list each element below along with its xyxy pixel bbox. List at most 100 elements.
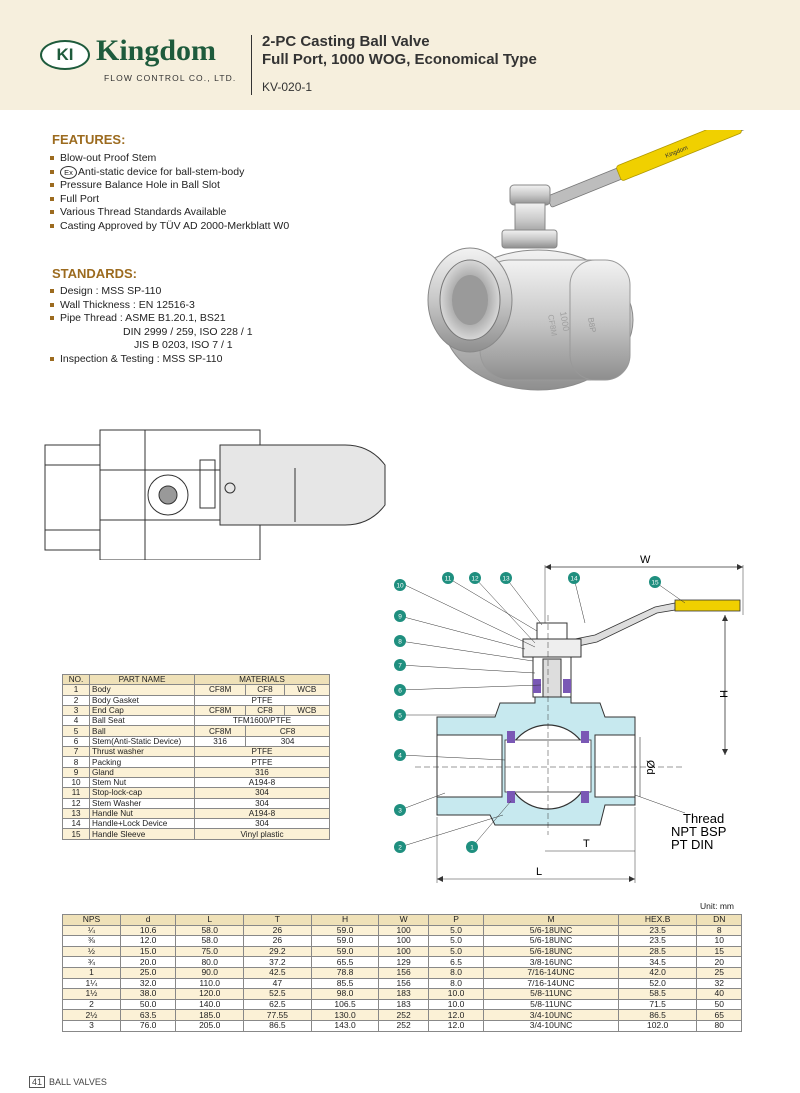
table-cell: 7/16-14UNC [483, 977, 619, 990]
table-cell: 25.0 [119, 966, 177, 979]
col-header: d [119, 914, 177, 926]
bullet-icon [50, 289, 54, 293]
section-name: BALL VALVES [49, 1077, 107, 1087]
table-cell: Packing [89, 756, 195, 768]
table-cell: 32 [696, 977, 742, 990]
table-cell: 7/16-14UNC [483, 966, 619, 979]
logo-mark: KI [40, 40, 90, 70]
table-cell: 8.0 [427, 977, 485, 990]
dim-l-label: L [536, 866, 542, 878]
table-cell: 110.0 [175, 977, 245, 990]
dim-w-label: W [640, 555, 651, 566]
product-subtitle: Full Port, 1000 WOG, Economical Type [262, 51, 537, 68]
table-cell: ¼ [62, 924, 121, 937]
col-header: T [243, 914, 312, 926]
table-cell: CF8 [245, 725, 330, 737]
callout-15: 15 [651, 580, 659, 587]
table-cell: 37.2 [243, 956, 312, 968]
dim-h-label: H [717, 690, 729, 698]
table-cell: 100 [378, 924, 429, 937]
table-cell: 25 [696, 966, 742, 979]
table-cell: 9 [62, 766, 90, 778]
table-cell: 12.0 [427, 1009, 485, 1021]
table-cell: 58.0 [175, 935, 245, 947]
table-cell: 120.0 [175, 988, 245, 1000]
table-cell: 100 [378, 935, 429, 947]
table-cell: 106.5 [310, 998, 380, 1011]
table-cell: 78.8 [310, 966, 380, 979]
table-cell: 10.0 [427, 998, 485, 1011]
table-cell: 52.0 [617, 977, 698, 990]
table-cell: 38.0 [119, 988, 177, 1000]
table-cell: CF8 [245, 704, 285, 717]
table-cell: 8 [696, 924, 742, 937]
table-cell: Handle Nut [89, 807, 195, 820]
table-cell: CF8M [193, 704, 247, 717]
table-cell: End Cap [89, 704, 195, 717]
callout-12: 12 [471, 576, 479, 583]
table-cell: 34.5 [617, 956, 698, 968]
table-cell: 42.0 [617, 966, 698, 979]
table-cell: CF8 [245, 684, 285, 696]
table-cell: 12.0 [427, 1019, 485, 1032]
list-item: Inspection & Testing : MSS SP-110 [50, 353, 253, 367]
list-item: Casting Approved by TÜV AD 2000-Merkblat… [50, 220, 289, 234]
table-cell: 15.0 [119, 945, 177, 958]
table-cell: 140.0 [175, 998, 245, 1011]
table-cell: ¾ [62, 956, 121, 968]
table-cell: 12.0 [119, 935, 177, 947]
col-header: MATERIALS [194, 673, 330, 686]
table-cell: 59.0 [310, 945, 380, 958]
table-cell: 130.0 [310, 1009, 380, 1021]
table-cell: Ball [89, 725, 195, 737]
table-cell: 85.5 [310, 977, 380, 990]
table-cell: 4 [62, 715, 90, 727]
table-cell: 58.0 [175, 924, 245, 937]
model-number: KV-020-1 [262, 80, 313, 94]
bullet-icon [50, 316, 54, 320]
table-cell: 3/4-10UNC [483, 1009, 619, 1021]
table-cell: 14 [62, 818, 90, 830]
table-cell: 32.0 [119, 977, 177, 990]
bullet-icon [50, 196, 54, 201]
table-cell: 3/8-16UNC [483, 956, 619, 968]
table-cell: 20 [696, 956, 742, 968]
table-cell: 42.5 [243, 966, 312, 979]
table-cell: PTFE [194, 756, 330, 768]
table-cell: 183 [378, 998, 429, 1011]
table-cell: 77.55 [243, 1009, 312, 1021]
table-cell: 3 [62, 704, 90, 717]
table-cell: 40 [696, 988, 742, 1000]
col-header: PART NAME [89, 673, 195, 686]
table-cell: A194-8 [194, 776, 330, 789]
table-cell: 143.0 [310, 1019, 380, 1032]
table-cell: 8 [62, 756, 90, 768]
table-cell: 76.0 [119, 1019, 177, 1032]
table-cell: 1½ [62, 988, 121, 1000]
body-mark-3: CF8M [546, 314, 559, 337]
col-header: DN [696, 914, 742, 926]
table-cell: 20.0 [119, 956, 177, 968]
table-cell: 5.0 [427, 924, 485, 937]
valve-photo: Kingdom B8P 1000 CF8M [427, 130, 746, 391]
table-cell: ⅜ [62, 935, 121, 947]
col-header: W [378, 914, 429, 926]
table-cell: 12 [62, 797, 90, 809]
callout-8: 8 [398, 639, 402, 646]
table-cell: Handle+Lock Device [89, 818, 195, 830]
